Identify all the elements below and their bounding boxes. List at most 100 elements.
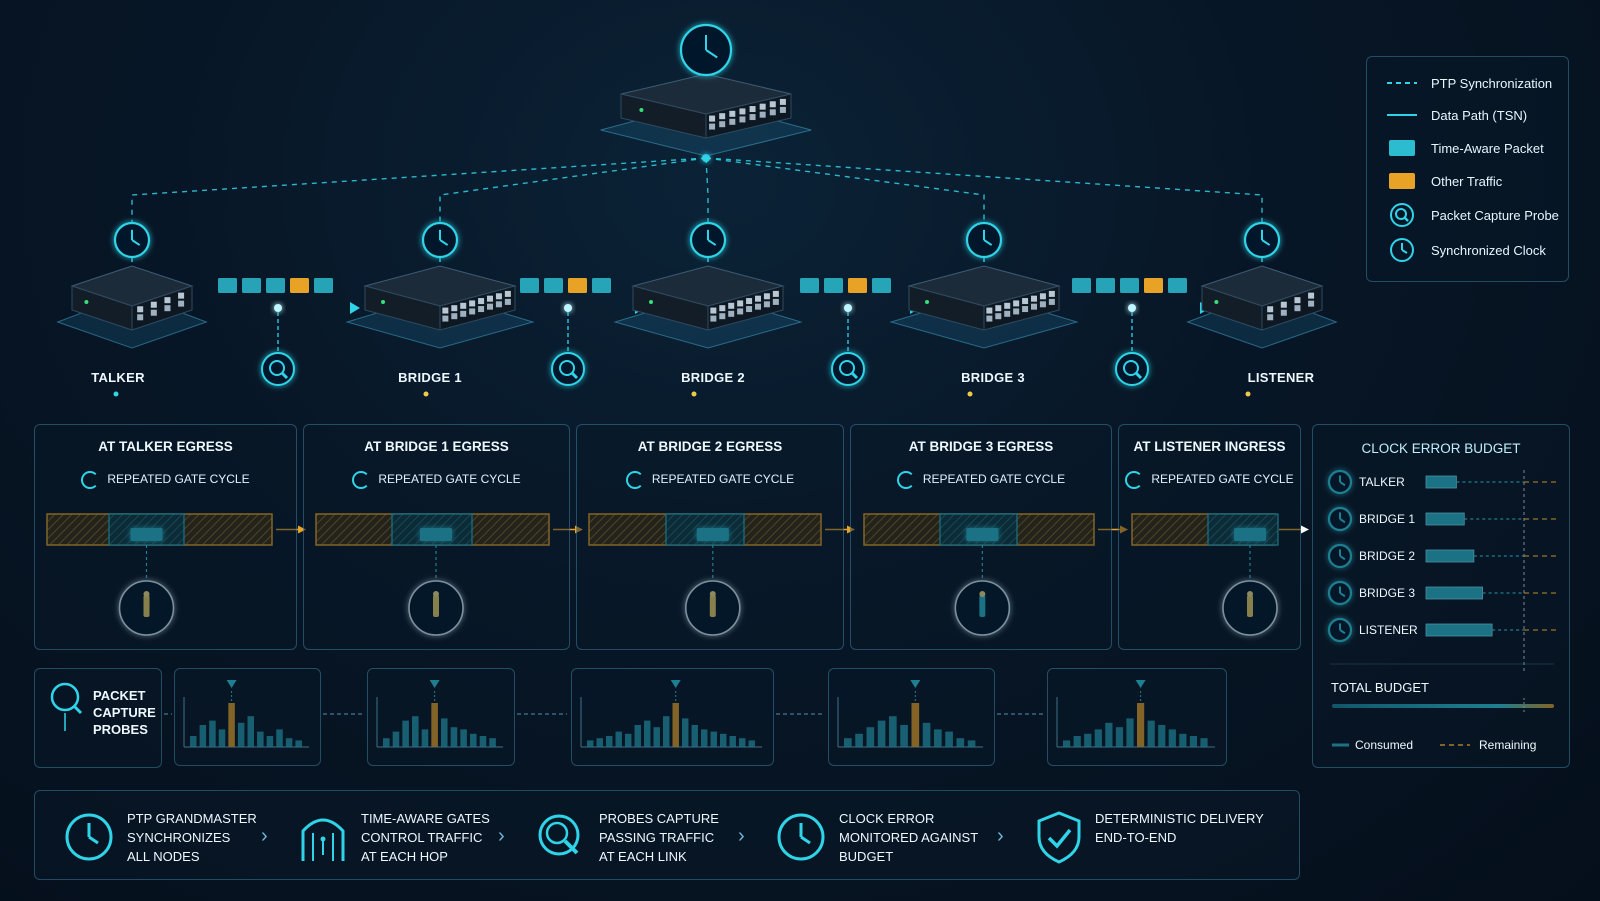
- histogram-bar: [967, 740, 976, 747]
- histogram-bar: [392, 731, 400, 747]
- flow-arrow-head: [575, 525, 583, 534]
- device-port: [1048, 298, 1055, 305]
- device-port: [779, 98, 786, 105]
- histogram-bar: [479, 736, 487, 747]
- timestamp-marker: [1247, 595, 1253, 617]
- panel-listener-ingress: AT LISTENER INGRESS REPEATED GATE CYCLE: [1118, 424, 1301, 650]
- node-clock-icon: [1243, 221, 1281, 259]
- device-port: [759, 103, 766, 110]
- gate-cycle-bar: [863, 513, 1128, 636]
- step-text-line: CONTROL TRAFFIC: [361, 830, 483, 845]
- node-indicator-dot: [691, 391, 697, 397]
- histogram-bar: [739, 738, 746, 747]
- device-port: [150, 309, 157, 316]
- clock-icon: [777, 813, 825, 861]
- probes-label: PACKET CAPTURE PROBES: [93, 687, 163, 738]
- device-port: [460, 310, 467, 317]
- device-port: [729, 118, 736, 125]
- device-port: [710, 315, 717, 322]
- budget-row-label: BRIDGE 3: [1359, 586, 1416, 600]
- device-port: [1004, 302, 1011, 309]
- device-port: [737, 300, 744, 307]
- budget-row-bridge-1: BRIDGE 1: [1327, 508, 1557, 532]
- histogram-bar: [1189, 736, 1198, 747]
- probe-tap-dot: [844, 304, 852, 312]
- histogram-peak-bar: [431, 703, 438, 747]
- device-port: [478, 298, 485, 305]
- histogram-bar: [596, 738, 603, 747]
- device-port: [1031, 303, 1037, 310]
- device-port: [995, 305, 1002, 312]
- probe-magnifier-icon: [261, 352, 295, 386]
- histogram-bar: [634, 725, 641, 747]
- cycle-icon: [625, 471, 644, 489]
- device-port: [487, 303, 493, 310]
- histogram-bar: [877, 720, 886, 747]
- budget-row-label: LISTENER: [1359, 623, 1418, 637]
- budget-clock-icon: [1327, 469, 1353, 495]
- chevron-right-icon: ›: [738, 825, 745, 847]
- gate-cycle-bar: [588, 513, 855, 636]
- shield-check-icon: [1037, 811, 1081, 864]
- legend-item-data-path: Data Path (TSN): [1385, 103, 1527, 127]
- device-port: [442, 307, 449, 314]
- time-aware-packet: [872, 278, 891, 293]
- device-port: [137, 314, 144, 321]
- node-label-bridge-2: BRIDGE 2: [681, 370, 745, 385]
- gate-cycle-text: REPEATED GATE CYCLE: [1151, 472, 1294, 487]
- grandmaster-clock-icon: [679, 23, 733, 77]
- histogram-peak-bar: [1137, 703, 1145, 747]
- panel-title: AT LISTENER INGRESS: [1133, 439, 1286, 454]
- panel-title: AT BRIDGE 1 EGRESS: [364, 439, 509, 454]
- dashed-line-icon: [1387, 82, 1417, 84]
- step-text: DETERMINISTIC DELIVERY END-TO-END: [1095, 809, 1264, 847]
- histogram-bar: [266, 736, 274, 747]
- device-port: [1294, 305, 1301, 312]
- teal-block-icon: [1389, 140, 1415, 156]
- device-port: [709, 123, 716, 130]
- histogram-bar: [729, 736, 736, 747]
- flow-arrow-head: [1120, 525, 1128, 534]
- probe-magnifier-icon: [1115, 352, 1149, 386]
- cycle-icon: [1125, 471, 1144, 489]
- budget-row-talker: TALKER: [1327, 471, 1557, 495]
- timestamp-marker: [433, 595, 439, 617]
- timestamp-marker-top: [709, 591, 716, 597]
- budget-clock-icon: [1327, 506, 1353, 532]
- budget-row-bridge-2: BRIDGE 2: [1327, 545, 1557, 569]
- timestamp-marker: [143, 595, 150, 617]
- budget-clock-icon: [1327, 543, 1353, 569]
- time-aware-packet: [266, 278, 285, 293]
- device-port: [1039, 293, 1046, 300]
- panel-title: AT TALKER EGRESS: [98, 439, 233, 454]
- probe-histogram-5: [1047, 668, 1227, 766]
- listener-device: [1186, 265, 1338, 349]
- data-path-arrow: [350, 302, 360, 314]
- gate-cycle-text: REPEATED GATE CYCLE: [378, 472, 521, 487]
- step-text-line: MONITORED AGAINST: [839, 830, 979, 845]
- device-port: [469, 308, 476, 315]
- device-port: [178, 292, 185, 299]
- device-port: [178, 300, 185, 307]
- total-budget-bar: [1332, 704, 1554, 708]
- step-text-line: TIME-AWARE GATES: [361, 811, 490, 826]
- histogram-bar: [1105, 722, 1113, 747]
- device-port: [442, 315, 449, 322]
- probe-magnifier-icon: [551, 352, 585, 386]
- step-text-line: PTP GRANDMASTER: [127, 811, 257, 826]
- node-label-talker: TALKER: [91, 370, 145, 385]
- device-port: [772, 298, 779, 305]
- time-aware-packet: [242, 278, 261, 293]
- talker-device: [56, 265, 208, 349]
- device-port: [1022, 298, 1029, 305]
- histogram-bar: [1094, 729, 1102, 747]
- histogram-bar: [701, 729, 708, 747]
- probe-histogram-1: [174, 668, 321, 766]
- histogram-bar: [1147, 720, 1155, 747]
- device-port: [1048, 290, 1055, 297]
- device-port: [755, 295, 761, 302]
- step-text-line: AT EACH HOP: [361, 849, 448, 864]
- histogram-marker: [910, 680, 921, 688]
- legend-label: Packet Capture Probe: [1431, 207, 1559, 223]
- device-port: [137, 306, 144, 313]
